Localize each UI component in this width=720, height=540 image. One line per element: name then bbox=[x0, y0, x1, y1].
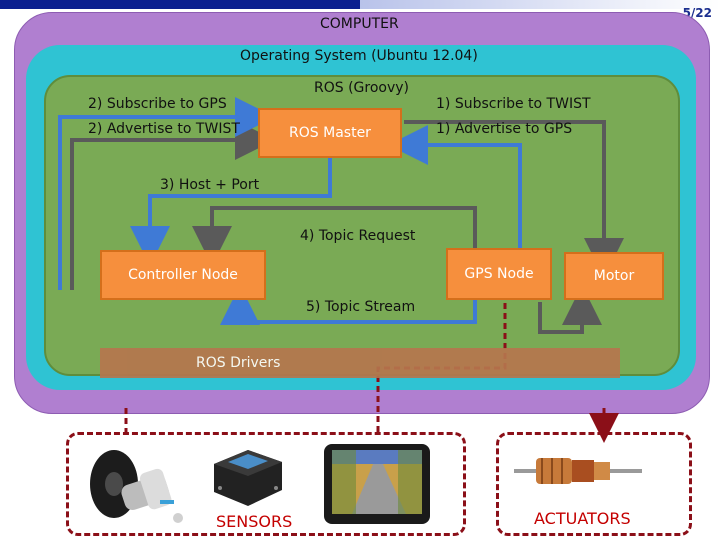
motor-armature-image bbox=[514, 458, 642, 484]
motor-node: Motor bbox=[564, 252, 664, 300]
controller-node: Controller Node bbox=[100, 250, 266, 300]
arrow-subscribe-twist bbox=[404, 120, 624, 278]
arrow-subscribe-gps bbox=[58, 97, 275, 290]
arrow-advertise-gps bbox=[388, 125, 522, 248]
ros-drivers-label: ROS Drivers bbox=[196, 355, 281, 371]
header-bar-fade bbox=[360, 0, 720, 9]
gps-node: GPS Node bbox=[446, 248, 552, 300]
step-subscribe-twist: 1) Subscribe to TWIST bbox=[436, 96, 591, 112]
arrow-gps-to-motor bbox=[538, 285, 602, 334]
controller-node-label: Controller Node bbox=[128, 267, 238, 283]
computer-layer-label: COMPUTER bbox=[320, 16, 399, 32]
arrow-topic-stream bbox=[220, 285, 477, 325]
ros-master-node: ROS Master bbox=[258, 108, 402, 158]
sensors-label: SENSORS bbox=[216, 512, 293, 531]
step-advertise-gps: 1) Advertise to GPS bbox=[436, 121, 573, 137]
step-advertise-twist: 2) Advertise to TWIST bbox=[88, 121, 240, 137]
sensors-box bbox=[66, 432, 466, 536]
gps-device-image bbox=[324, 444, 430, 524]
ros-master-label: ROS Master bbox=[289, 125, 371, 141]
step-topic-request: 4) Topic Request bbox=[300, 228, 416, 244]
wheel-encoder-image bbox=[90, 450, 183, 523]
actuators-box bbox=[496, 432, 692, 536]
ros-layer-label: ROS (Groovy) bbox=[314, 80, 410, 96]
arrow-advertise-twist bbox=[70, 120, 275, 290]
sensor-feed-gps bbox=[376, 303, 507, 432]
arrow-topic-request bbox=[192, 206, 477, 266]
os-layer-label: Operating System (Ubuntu 12.04) bbox=[240, 48, 478, 64]
gps-node-label: GPS Node bbox=[464, 266, 534, 282]
step-host-port: 3) Host + Port bbox=[160, 177, 260, 193]
imu-sensor-image bbox=[214, 450, 282, 506]
ros-drivers-bar: ROS Drivers bbox=[100, 348, 620, 378]
actuators-label: ACTUATORS bbox=[534, 509, 631, 528]
header-bar bbox=[0, 0, 360, 9]
arrow-host-port bbox=[130, 157, 332, 266]
step-topic-stream: 5) Topic Stream bbox=[306, 299, 416, 315]
step-subscribe-gps: 2) Subscribe to GPS bbox=[88, 96, 227, 112]
motor-node-label: Motor bbox=[593, 268, 635, 284]
